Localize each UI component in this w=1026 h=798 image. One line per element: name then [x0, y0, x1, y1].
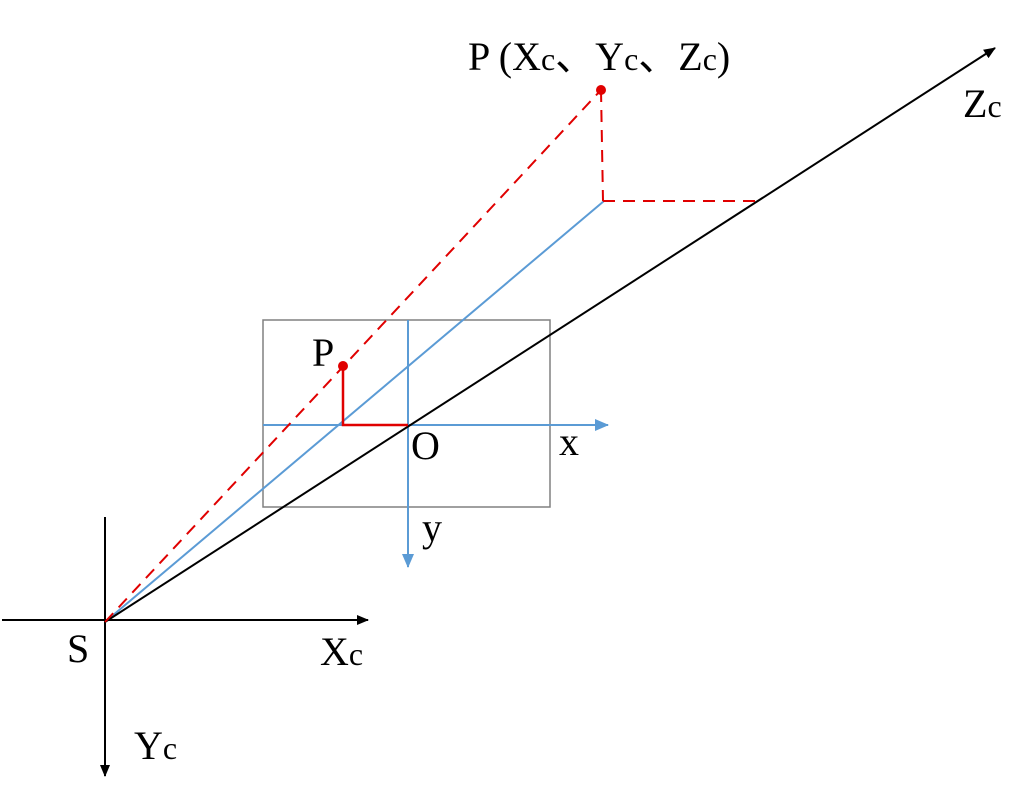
point-vertical-drop	[600, 89, 604, 202]
image-plane-frame	[262, 319, 551, 508]
camera-center-label: S	[67, 626, 89, 671]
image-point-projection	[341, 366, 408, 427]
image-point-marker	[338, 361, 348, 371]
yc-label: Yc	[134, 723, 177, 768]
xc-label: Xc	[320, 629, 363, 674]
optical-ray-to-point	[104, 89, 602, 623]
world-point-label: P (Xc、Yc、Zc)	[468, 34, 730, 79]
zc-axis	[104, 47, 996, 623]
image-y-label: y	[422, 505, 442, 550]
image-point-label: P	[312, 330, 334, 375]
image-origin-label: O	[411, 423, 440, 468]
image-x-label: x	[559, 419, 579, 464]
zc-label: Zc	[963, 81, 1002, 126]
world-point-marker	[596, 85, 606, 95]
projection-ray	[104, 200, 605, 623]
